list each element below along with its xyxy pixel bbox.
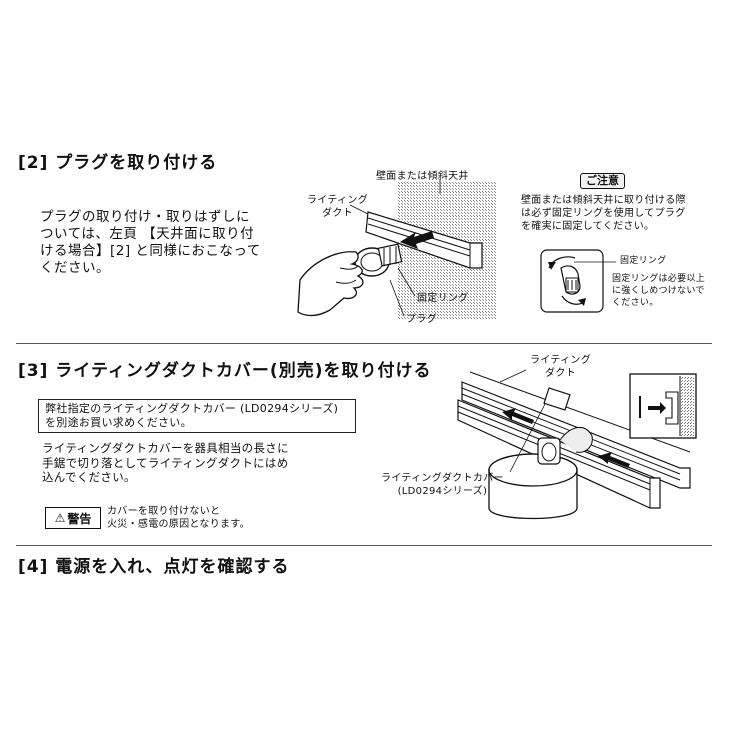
duct-label-s2: ライティング ダクト [307, 194, 368, 220]
section3-line-2: 手鋸で切り落としてライティングダクトにはめ [42, 455, 289, 470]
cover-label-line2: (LD0294シリーズ) [397, 486, 488, 497]
note-line-2: を別途お買い求めください。 [45, 416, 192, 429]
cover-label: ライティングダクトカバー (LD0294シリーズ) [381, 472, 504, 498]
plug-label: プラグ [406, 314, 437, 325]
duct-label-s3-line1: ライティング [530, 355, 591, 366]
warning-badge-label: 警告 [67, 511, 92, 526]
ring-note-line-2: に強くしめつけないで [612, 286, 705, 296]
warning-line-2: 火災・感電の原因となります。 [107, 519, 250, 530]
caution-line-1: 壁面または傾斜天井に取り付ける際 [521, 195, 686, 206]
duct-label-s3-line2: ダクト [545, 368, 576, 379]
warning-text: カバーを取り付けないと 火災・感電の原因となります。 [107, 505, 250, 531]
wall-label: 壁面または傾斜天井 [376, 171, 469, 182]
divider-1 [16, 343, 712, 344]
section3-line-1: ライティングダクトカバーを器具相当の長さに [42, 441, 289, 455]
section2-line-2: ついては、左頁 【天井面に取り付 [40, 226, 255, 242]
caution-text: 壁面または傾斜天井に取り付ける際 は必ず固定リングを使用してプラグ を確実に固定… [521, 194, 686, 233]
caution-line-2: は必ず固定リングを使用してプラグ [521, 208, 686, 219]
section2-line-3: ける場合】[2] と同様におこなって [40, 243, 261, 259]
cover-label-line1: ライティングダクトカバー [381, 473, 504, 484]
note-line-1: 弊社指定のライティングダクトカバー (LD0294シリーズ) [45, 402, 339, 415]
ring-note-line-3: ください。 [612, 298, 659, 308]
ring-note-line-1: 固定リングは必要以上 [612, 274, 706, 284]
warning-badge: ⚠ 警告 [45, 507, 101, 529]
fixing-ring-label: 固定リング [417, 293, 469, 304]
caution-ring-note: 固定リングは必要以上 に強くしめつけないで ください。 [612, 273, 705, 309]
section2-instructions: プラグの取り付け・取りはずしに ついては、左頁 【天井面に取り付 ける場合】[2… [40, 209, 261, 277]
caution-line-3: を確実に固定してください。 [521, 221, 655, 232]
duct-label-s2-line1: ライティング [307, 195, 368, 206]
section3-line-3: 込んでください。 [42, 470, 136, 484]
section2-line-4: ください。 [40, 260, 110, 276]
section4-heading: [4] 電源を入れ、点灯を確認する [18, 557, 290, 577]
warning-triangle-icon: ⚠ [54, 511, 66, 525]
duct-label-s3: ライティング ダクト [530, 354, 591, 380]
duct-label-s2-line2: ダクト [322, 208, 353, 219]
section3-heading: [3] ライティングダクトカバー(別売)を取り付ける [18, 361, 432, 381]
caution-badge: ご注意 [580, 173, 625, 189]
purchase-note-box: 弊社指定のライティングダクトカバー (LD0294シリーズ) を別途お買い求めく… [38, 399, 356, 433]
caution-ring-label: 固定リング [620, 256, 667, 266]
section3-instructions: ライティングダクトカバーを器具相当の長さに 手鋸で切り落としてライティングダクト… [42, 441, 289, 485]
warning-line-1: カバーを取り付けないと [107, 506, 221, 517]
section2-heading: [2] プラグを取り付ける [18, 153, 218, 173]
section2-line-1: プラグの取り付け・取りはずしに [40, 209, 250, 225]
divider-2 [16, 545, 712, 546]
